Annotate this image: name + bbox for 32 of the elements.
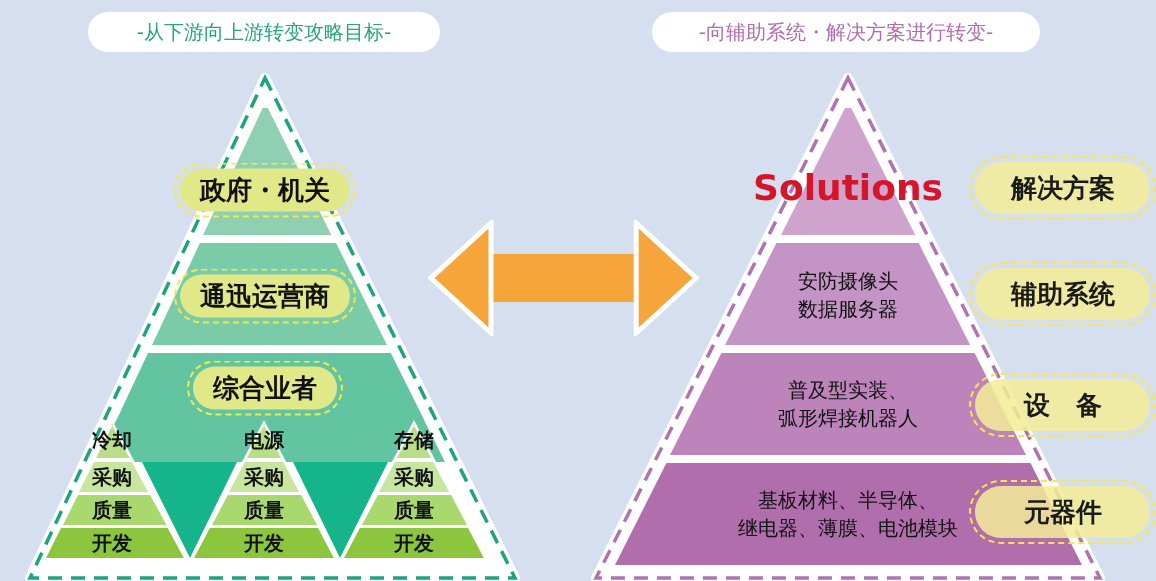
pyramid-tier — [211, 495, 317, 525]
column-heading: 电源 — [244, 426, 284, 454]
pyramid-tier — [46, 528, 184, 558]
tier-text: 质量 — [394, 496, 434, 524]
pyramid-tier — [725, 243, 971, 345]
column-heading: 存储 — [394, 426, 434, 454]
pyramid — [22, 70, 523, 581]
pyramid-tier — [62, 495, 166, 525]
pyramid-tier — [116, 353, 424, 419]
filler-triangle — [293, 462, 388, 558]
tier-text: 安防摄像头数据服务器 — [797, 268, 899, 323]
double-arrow — [428, 220, 699, 336]
pyramid-tier — [361, 495, 467, 525]
tier-text: 开发 — [244, 529, 284, 557]
pyramid-tier — [344, 528, 484, 558]
tier-text: 开发 — [92, 529, 132, 557]
tier-text: 采购 — [92, 463, 132, 491]
tier-title: Solutions — [753, 166, 943, 208]
heading: -向辅助系统・解决方案进行转变- — [652, 12, 1040, 52]
pyramid-tier — [151, 243, 387, 345]
tier-text: 开发 — [394, 529, 434, 557]
tier-text: 质量 — [92, 496, 132, 524]
filler-triangle — [142, 462, 237, 558]
tier-text: 采购 — [394, 463, 434, 491]
tier-text: 基板材料、半导体、继电器、薄膜、电池模块 — [737, 487, 959, 542]
pyramid-tier — [79, 462, 149, 492]
pyramid-tier — [194, 528, 334, 558]
column-heading: 冷却 — [92, 426, 132, 454]
heading: -从下游向上游转变攻略目标- — [88, 12, 440, 52]
tier-text: 采购 — [244, 463, 284, 491]
tier-text: 普及型实装、弧形焊接机器人 — [777, 377, 919, 432]
tier-text: 质量 — [244, 496, 284, 524]
